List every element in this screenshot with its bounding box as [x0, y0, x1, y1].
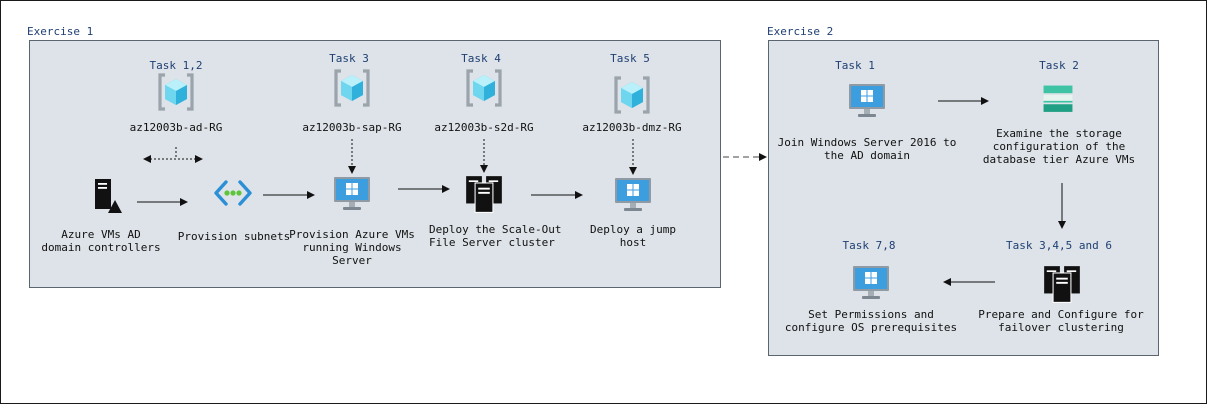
resource-group-icon	[612, 75, 652, 115]
task-1-2-label: Task 1,2	[149, 59, 203, 72]
ex2-step-permissions-line1: Set Permissions and	[808, 308, 934, 321]
exercise-1-panel	[29, 40, 721, 288]
ex2-step-storage-label: Examine the storage configuration of the…	[979, 127, 1139, 166]
step-sofs-label: Deploy the Scale-Out File Server cluster	[429, 223, 562, 249]
virtual-network-icon	[213, 173, 253, 213]
ex2-step-storage-line1: Examine the storage	[996, 127, 1122, 140]
ex2-task-1-label: Task 1	[835, 59, 875, 72]
rg-name-dmz: az12003b-dmz-RG	[582, 121, 682, 134]
step-vms-label: Provision Azure VMs running Windows Serv…	[289, 228, 415, 267]
ex2-task-7-8-label: Task 7,8	[842, 239, 896, 252]
step-jump-label: Deploy a jump host	[577, 223, 689, 249]
task-5-label: Task 5	[610, 52, 650, 65]
resource-group-icon	[332, 68, 372, 108]
step-sofs-line2: File Server cluster	[429, 236, 555, 249]
task-4-label: Task 4	[461, 52, 501, 65]
server-cluster-icon	[463, 173, 505, 215]
rg-name-ad: az12003b-ad-RG	[129, 121, 223, 134]
step-dc-line1: Azure VMs AD	[61, 228, 141, 241]
step-jump-line2: host	[619, 236, 647, 249]
ex2-step-permissions-line2: configure OS prerequisites	[784, 321, 958, 334]
virtual-machine-icon	[332, 174, 372, 214]
task-3-label: Task 3	[329, 52, 369, 65]
ex2-task-3-6-label: Task 3,4,5 and 6	[1006, 239, 1112, 252]
step-vms-line3: Server	[332, 254, 372, 267]
bidirectional-dotted-connector	[143, 147, 203, 163]
virtual-machine-icon	[851, 263, 891, 303]
step-vms-line2: running Windows	[302, 241, 402, 254]
ex2-step-storage-line3: database tier Azure VMs	[982, 153, 1136, 166]
ex2-step-failover-label: Prepare and Configure for failover clust…	[976, 308, 1146, 334]
rg-name-s2d: az12003b-s2d-RG	[434, 121, 534, 134]
rg-name-sap: az12003b-sap-RG	[302, 121, 402, 134]
step-vms-line1: Provision Azure VMs	[289, 228, 415, 241]
ex2-step-storage-line2: configuration of the	[992, 140, 1126, 153]
step-jump-line1: Deploy a jump	[589, 223, 677, 236]
exercise-2-panel	[768, 40, 1159, 356]
exercise-1-title: Exercise 1	[27, 25, 94, 38]
resource-group-icon	[464, 68, 504, 108]
ex2-step-permissions-label: Set Permissions and configure OS prerequ…	[781, 308, 961, 334]
step-dc-label: Azure VMs AD domain controllers	[31, 228, 171, 254]
ex2-task-2-label: Task 2	[1039, 59, 1079, 72]
ex2-step-join-label: Join Windows Server 2016 to the AD domai…	[777, 136, 957, 162]
server-cluster-icon	[1041, 263, 1083, 305]
ex2-step-failover-line2: failover clustering	[998, 321, 1124, 334]
virtual-machine-icon	[613, 175, 653, 215]
storage-disk-icon	[1041, 83, 1075, 117]
ex2-step-failover-line1: Prepare and Configure for	[978, 308, 1144, 321]
ex2-step-join-line1: Join Windows Server 2016 to	[777, 136, 957, 149]
server-icon	[86, 176, 126, 216]
resource-group-icon	[156, 72, 196, 112]
virtual-machine-icon	[847, 81, 887, 121]
step-dc-line2: domain controllers	[41, 241, 161, 254]
step-subnets-label: Provision subnets	[164, 230, 304, 243]
step-subnets-line1: Provision subnets	[177, 230, 291, 243]
step-sofs-line1: Deploy the Scale-Out	[429, 223, 562, 236]
exercise-2-title: Exercise 2	[767, 25, 834, 38]
ex2-step-join-line2: the AD domain	[823, 149, 911, 162]
